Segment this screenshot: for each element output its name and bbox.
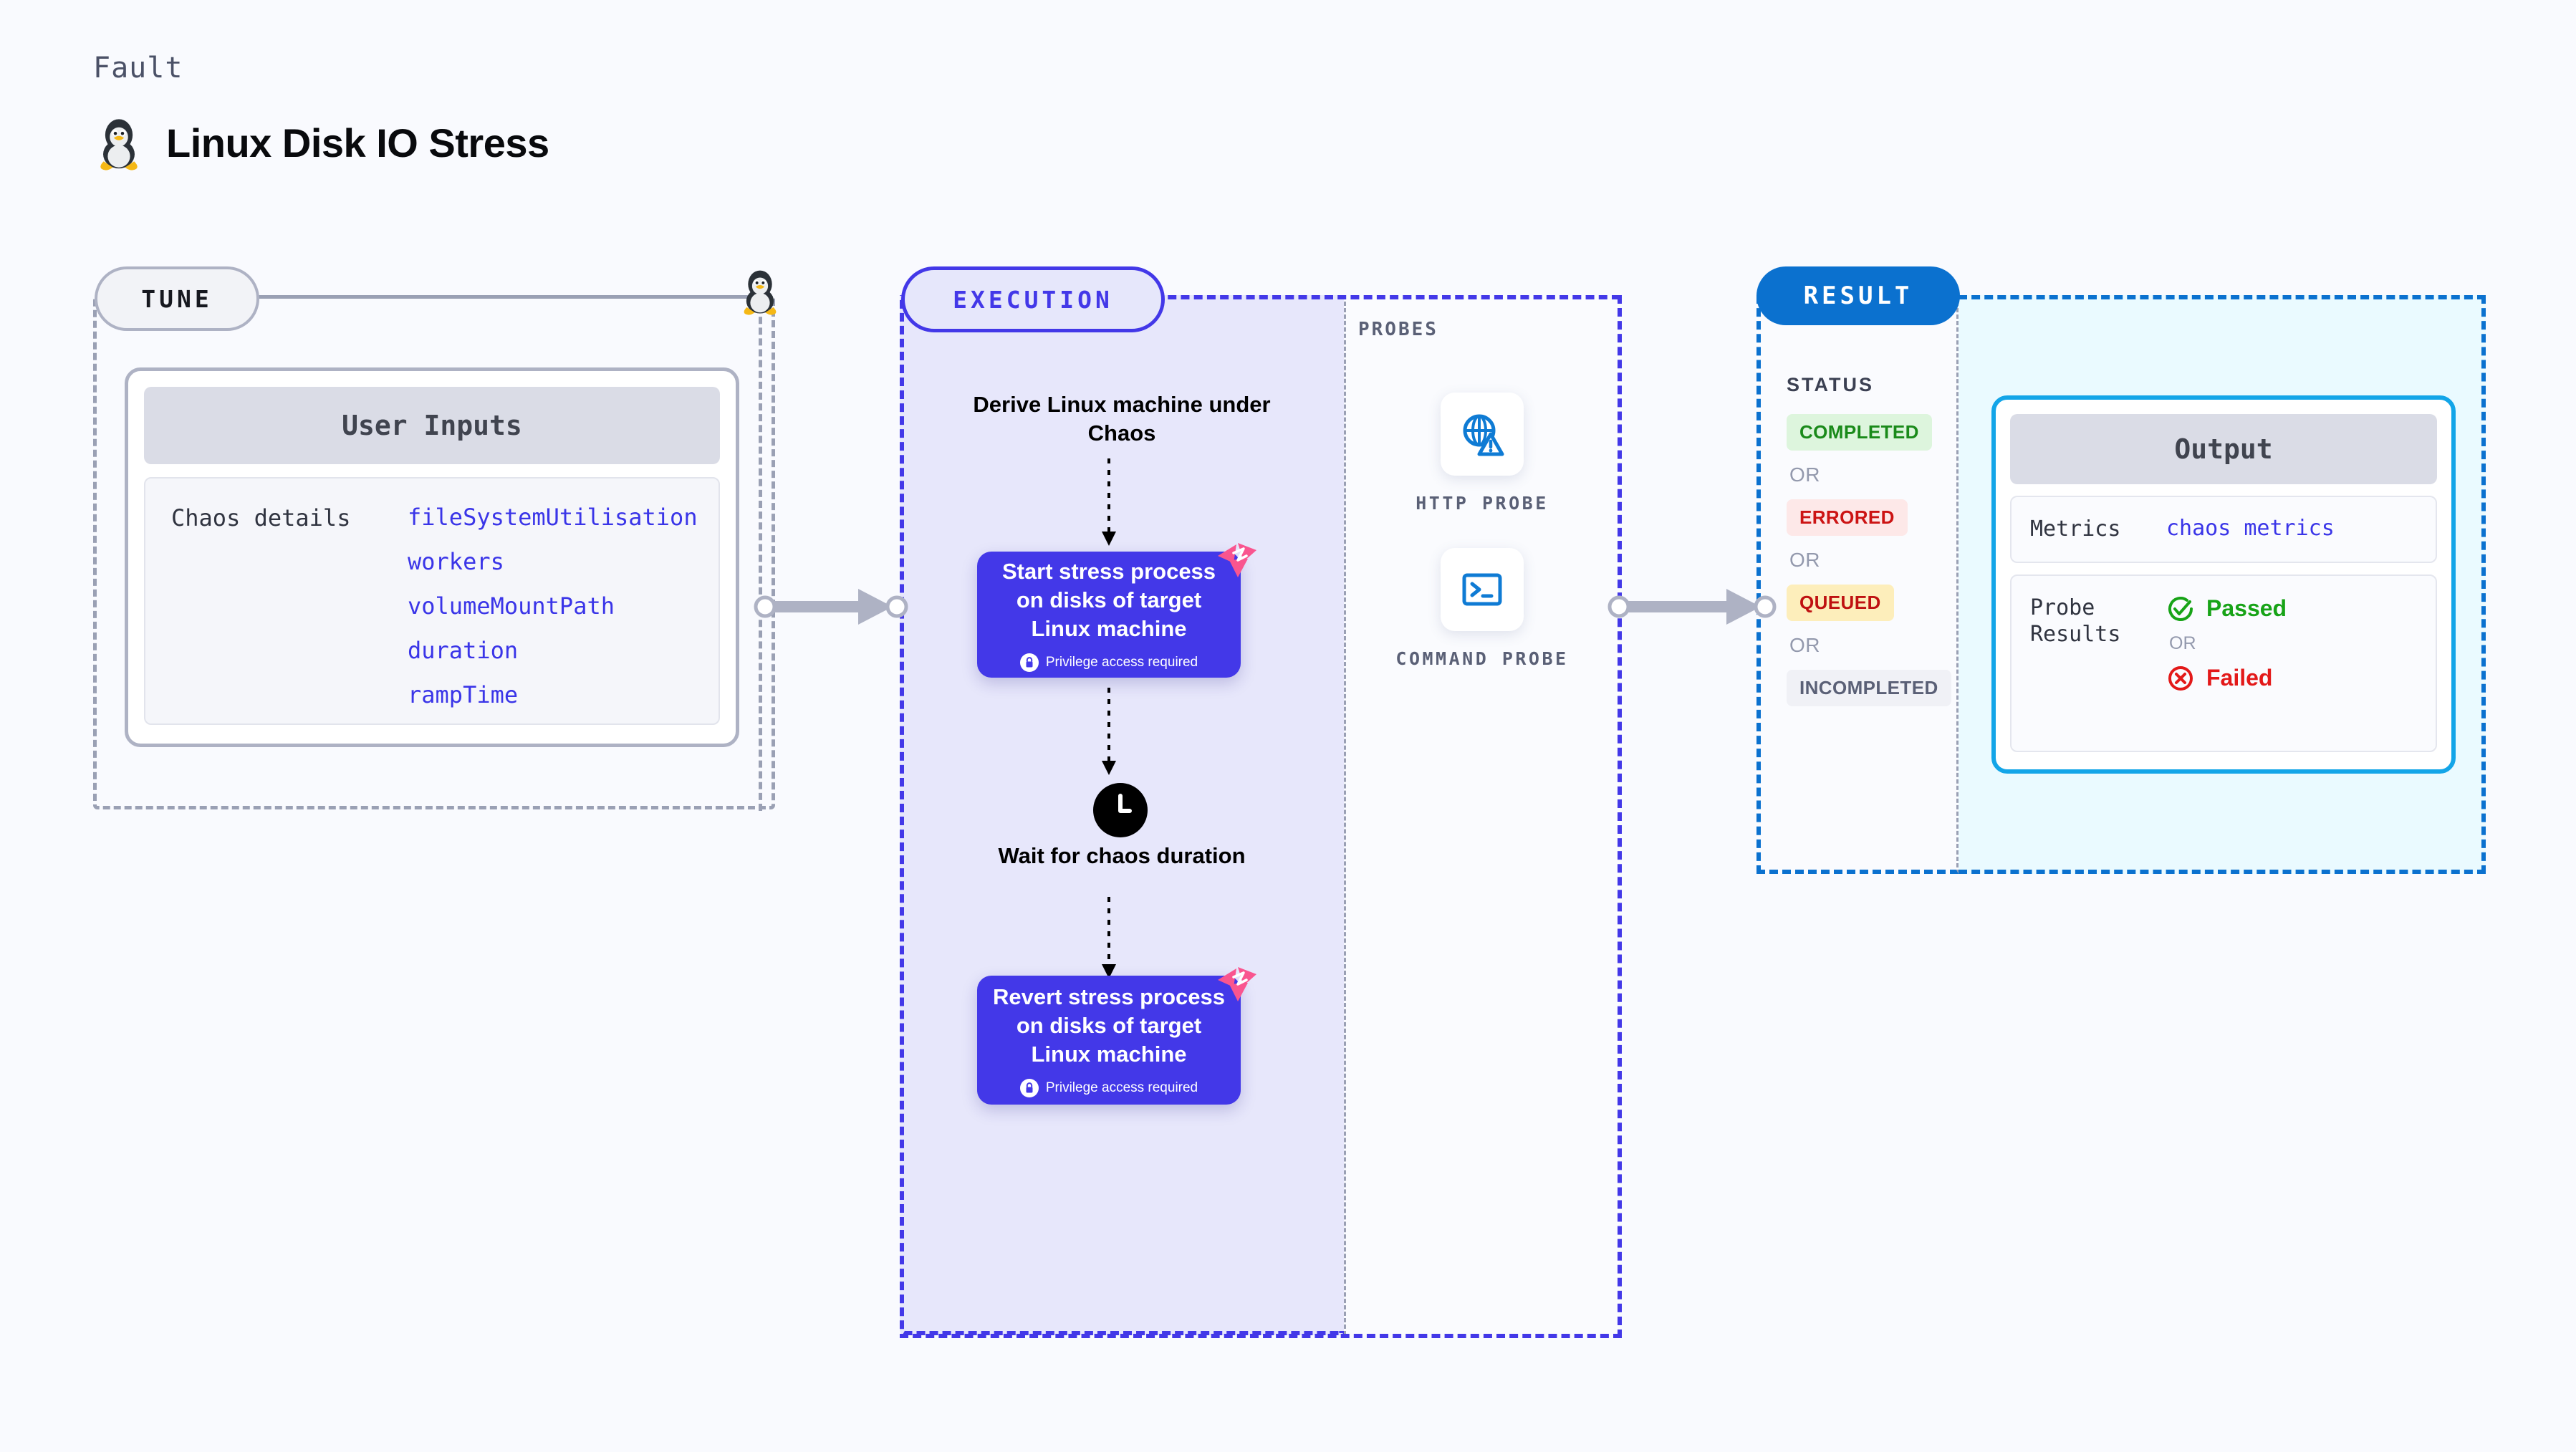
revert-stress-title: Revert stress process on disks of target… (993, 984, 1225, 1067)
arrow-start-to-wait (1095, 688, 1146, 784)
user-inputs-body: Chaos details fileSystemUtilisation work… (144, 477, 720, 725)
execution-badge-label: EXECUTION (953, 285, 1113, 314)
check-circle-icon (2166, 595, 2195, 623)
probe-results-values: Passed OR Failed (2166, 595, 2287, 732)
page-title-text: Linux Disk IO Stress (166, 120, 549, 165)
globe-warning-icon (1441, 393, 1524, 476)
status-badge-incompleted: INCOMPLETED (1787, 670, 1951, 706)
lock-icon (1019, 1079, 1039, 1098)
start-privilege-text: Privilege access required (1045, 655, 1198, 670)
output-card: Output Metrics chaos metrics Probe Resul… (1991, 395, 2456, 774)
param-duration[interactable]: duration (408, 637, 519, 664)
lock-icon (1019, 653, 1039, 673)
x-circle-icon (2166, 664, 2195, 693)
probe-results-or: OR (2169, 633, 2196, 653)
status-badge-queued: QUEUED (1787, 585, 1894, 621)
http-probe-label: HTTP PROBE (1416, 493, 1549, 514)
probe-results-row: Probe Results Passed OR (2010, 574, 2437, 752)
probe-failed-text: Failed (2206, 665, 2273, 691)
tune-top-connector (254, 295, 755, 299)
user-inputs-header: User Inputs (144, 387, 720, 464)
revert-privilege-text: Privilege access required (1045, 1080, 1198, 1096)
start-stress-step[interactable]: Start stress process on disks of target … (977, 552, 1241, 678)
command-probe-item[interactable]: COMMAND PROBE (1375, 548, 1590, 671)
revert-privilege-note: Privilege access required (1019, 1079, 1198, 1098)
start-privilege-note: Privilege access required (1019, 653, 1198, 673)
execution-badge[interactable]: EXECUTION (901, 266, 1165, 332)
chaos-details-label: Chaos details (171, 504, 351, 532)
command-probe-label: COMMAND PROBE (1395, 648, 1569, 669)
derive-step-label: Derive Linux machine under Chaos (973, 392, 1271, 446)
user-inputs-card: User Inputs Chaos details fileSystemUtil… (125, 367, 739, 747)
probe-results-key: Probe Results (2030, 595, 2121, 648)
wait-step-label: Wait for chaos duration (998, 843, 1246, 868)
chaos-parameter-list: fileSystemUtilisation workers volumeMoun… (408, 504, 698, 706)
metrics-row: Metrics chaos metrics (2010, 496, 2437, 563)
metrics-key: Metrics (2030, 516, 2121, 542)
tune-badge-label: TUNE (141, 284, 213, 313)
execution-bottom-border (900, 1334, 1622, 1338)
terminal-icon (1441, 548, 1524, 631)
status-or-1: OR (1789, 463, 1820, 486)
tune-right-connector (759, 295, 762, 811)
status-or-2: OR (1789, 549, 1820, 571)
param-volumemountpath[interactable]: volumeMountPath (408, 592, 615, 620)
status-badge-errored: ERRORED (1787, 499, 1908, 536)
probe-result-failed: Failed (2166, 664, 2287, 693)
arrow-derive-to-start (1095, 458, 1146, 555)
param-ramptime[interactable]: rampTime (408, 681, 519, 708)
probes-label: PROBES (1358, 319, 1438, 340)
execution-top-border (1155, 295, 1620, 299)
status-label: STATUS (1787, 374, 1874, 395)
tune-badge[interactable]: TUNE (95, 266, 259, 331)
tux-penguin-icon (93, 115, 145, 170)
probe-result-passed: Passed (2166, 595, 2287, 623)
page-title: Linux Disk IO Stress (93, 115, 549, 170)
revert-stress-step[interactable]: Revert stress process on disks of target… (977, 976, 1241, 1105)
start-stress-title: Start stress process on disks of target … (1001, 558, 1216, 642)
litmus-logo-icon (1212, 539, 1259, 583)
result-badge[interactable]: RESULT (1756, 266, 1960, 325)
status-list: COMPLETED OR ERRORED OR QUEUED OR INCOMP… (1787, 414, 1951, 706)
param-filesystemutilisation[interactable]: fileSystemUtilisation (408, 504, 698, 531)
param-workers[interactable]: workers (408, 548, 504, 575)
http-probe-item[interactable]: HTTP PROBE (1375, 393, 1590, 516)
connector-execution-to-result (1606, 582, 1792, 635)
tune-tux-penguin-icon (738, 266, 782, 315)
status-badge-completed: COMPLETED (1787, 414, 1932, 451)
probe-passed-text: Passed (2206, 595, 2287, 621)
connector-tune-to-execution (752, 582, 917, 635)
fault-kicker: Fault (93, 52, 183, 85)
clock-icon (1093, 783, 1148, 837)
output-header: Output (2010, 414, 2437, 484)
result-badge-label: RESULT (1803, 282, 1913, 310)
litmus-logo-icon (1212, 963, 1259, 1007)
metrics-value[interactable]: chaos metrics (2166, 516, 2335, 541)
status-or-3: OR (1789, 634, 1820, 656)
arrow-wait-to-revert (1095, 897, 1146, 988)
execution-right-border (1618, 295, 1622, 1338)
